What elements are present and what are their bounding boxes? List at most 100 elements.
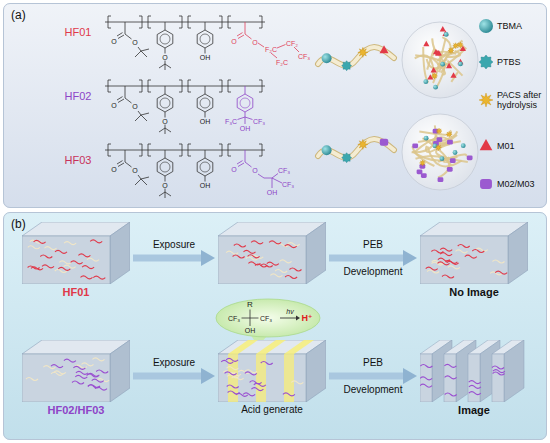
film-face [420,236,508,284]
polymer-strand [88,385,100,388]
tbma-bead [433,85,438,90]
m01-bead [427,74,433,79]
atom-label: CF₃ [253,118,265,125]
m02-bead [447,167,453,172]
polymer-strand [285,276,297,279]
panel-b: (b)HF01No ImageHF02/HF03Acid generateIma… [3,212,547,440]
polymer-strand [90,240,102,243]
polymer-strand [420,384,432,387]
m01-bead [480,139,493,150]
m01-bead [423,41,429,46]
atom-label: O [132,167,137,174]
pacs-bead [435,145,441,151]
atom-label: OH [267,189,278,196]
panel-b-ground [3,212,547,440]
atom-label: O [231,166,236,173]
atom-label: R [247,301,253,309]
film-face [218,354,306,402]
aggregate-ball [402,114,478,190]
tbma-bead [453,150,458,155]
film-face [504,340,524,402]
film-face [492,354,504,402]
polymer-strand [469,385,481,388]
polymer-strand [51,365,63,368]
atom-label: OH [200,54,211,61]
polymer-name: HF02 [65,91,92,102]
polymer-strand [261,362,273,365]
polymer-strand [291,381,303,384]
polymer-strand [248,262,260,265]
atom-label: hv [286,308,293,315]
pacs-bead [479,93,493,107]
polymer-strand [26,378,38,381]
polymer-strand [87,373,99,376]
film-face [508,222,528,284]
polymer-strand [261,264,273,267]
polymer-strand [267,262,279,265]
polymer-strand [280,260,292,263]
tbma-bead [479,19,493,33]
polymer-strand [73,366,85,369]
polymer-strand [493,260,505,263]
resist-film-box: Acid generate [218,340,326,417]
atom-label: O [162,118,167,125]
atom-label: OH [200,182,211,189]
polymer-strand [71,261,83,264]
m02-bead [380,139,389,146]
polymer-strand [445,393,457,396]
resist-film [420,340,528,402]
step-label: Exposure [153,358,195,368]
tbma-bead [444,32,449,37]
film-caption: HF02/HF03 [22,404,130,416]
polymer-strand [236,393,248,396]
polymer-strand [96,370,108,373]
atom-label: OH [245,327,256,334]
polymer-strand [64,359,76,362]
m01-bead [440,26,446,31]
film-face [22,236,110,284]
polymer-strand [93,358,105,361]
polymer-strand [227,385,239,388]
step-label: Development [344,267,403,277]
polymer-chain [318,139,394,158]
film-caption: Acid generate [218,404,326,415]
m02-bead [421,173,427,178]
step-label: Exposure [153,240,195,250]
panel-a-ground [3,3,547,208]
m02-bead [412,143,418,148]
m02-bead [467,155,473,160]
polymer-strand [227,367,239,370]
legend-text: M01 [497,141,545,151]
polymer-strand [270,274,282,277]
film-caption: No Image [420,286,528,298]
polymer-chain [318,139,394,158]
tbma-bead [322,145,332,155]
atom-label: O [111,38,116,45]
tbma-bead [440,156,445,161]
film-face [110,340,130,402]
polymer-strand [232,377,244,380]
resist-film [420,222,528,284]
polymer-strand [469,381,481,384]
atom-label: CF₃ [228,315,240,322]
process-arrow [133,255,205,262]
legend-text: TBMA [497,21,545,31]
ptbs-bead [342,153,352,163]
polymer-strand [465,255,477,258]
resist-film-box: No Image [420,222,528,300]
polymer-strand [432,38,465,55]
m02-bead [450,158,456,163]
polymer-strand [492,366,504,369]
polymer-strand [445,376,457,379]
polymer-strand [275,270,287,273]
film-face [420,354,432,402]
polymer-strand [440,248,452,251]
resist-film-box: HF02/HF03 [22,340,130,418]
pacs-bead [358,47,368,57]
polymer-strand [243,393,255,396]
polymer-strand [442,275,454,278]
pacs-bead [436,128,442,134]
film-face [110,222,130,284]
exposed-region [284,340,314,354]
atom-label: O [162,54,167,61]
